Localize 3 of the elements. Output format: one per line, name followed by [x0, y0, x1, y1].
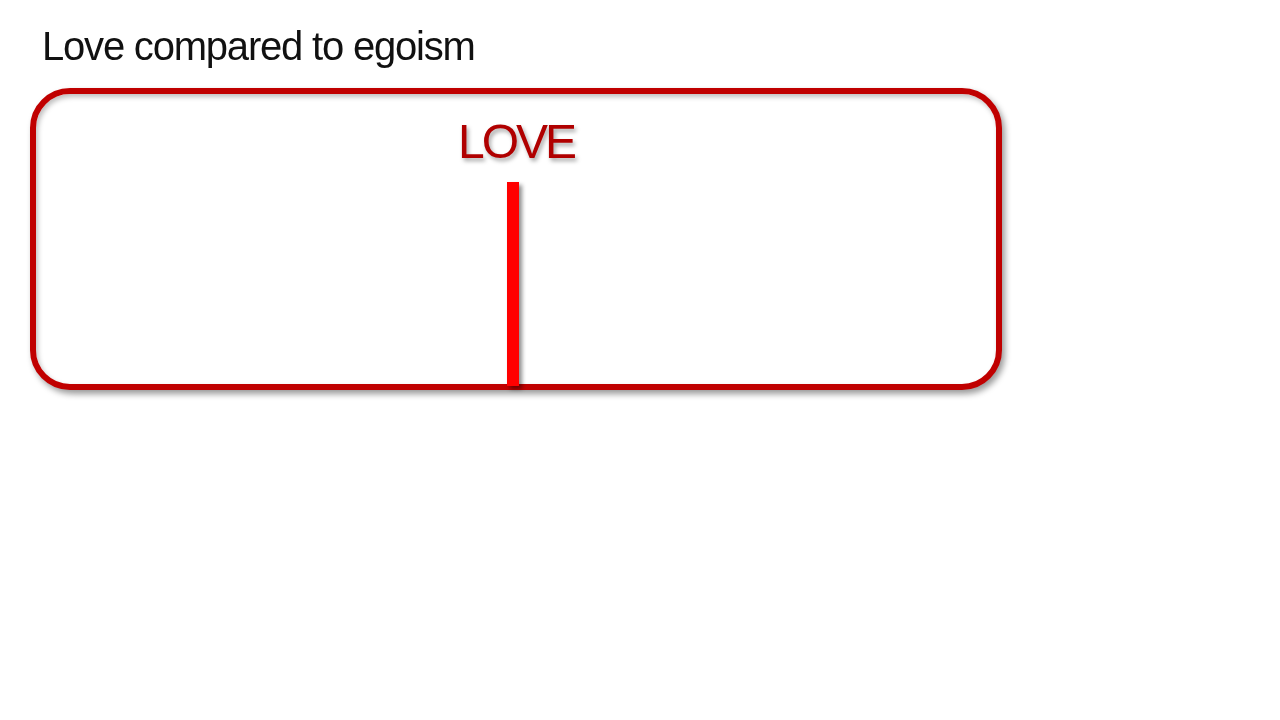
panel-heading: LOVE [457, 116, 575, 168]
rounded-panel [30, 88, 1002, 390]
diagram-title: Love compared to egoism [42, 23, 475, 70]
